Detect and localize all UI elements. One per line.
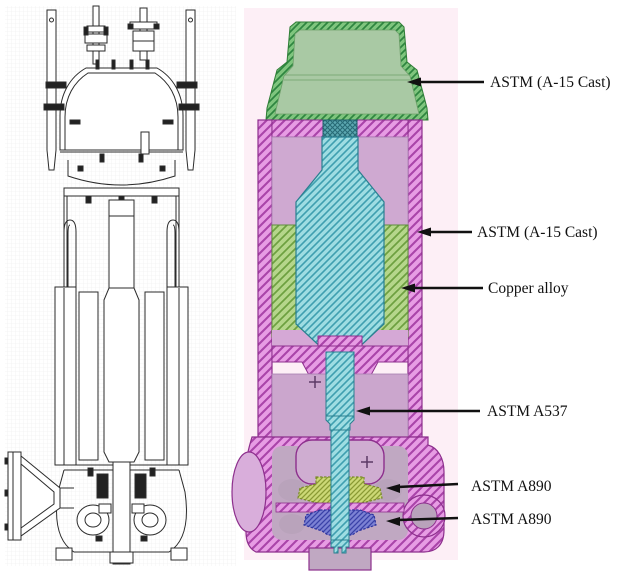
- arrow-astm-a15-top: [407, 77, 484, 87]
- pump-volute-drawing: [55, 469, 188, 564]
- arrow-astm-a15-casing: [417, 227, 472, 237]
- arrow-astm-a890-upper: [386, 482, 459, 493]
- cad-line-drawing: [4, 5, 236, 566]
- shaft-spline-end: [330, 539, 350, 554]
- centerline-plus-marks: [309, 376, 373, 468]
- annotation-arrows: [356, 77, 484, 526]
- arrow-copper-alloy: [401, 283, 483, 293]
- discharge-pipe-bore: [410, 502, 438, 530]
- material-label-astm-a890-lower: ASTM A890: [471, 511, 552, 528]
- material-label-copper-alloy: Copper alloy: [488, 280, 569, 297]
- shaft-upper-section: [325, 351, 355, 417]
- lifting-lugs: [46, 9, 196, 171]
- flow-pocket: [279, 514, 305, 534]
- suction-bulb: [231, 451, 267, 533]
- material-label-astm-a537: ASTM A537: [487, 403, 568, 420]
- colored-section-diagram: [231, 8, 458, 571]
- motor-core: [54, 286, 189, 466]
- material-label-astm-a15-top: ASTM (A-15 Cast): [490, 74, 611, 91]
- arrow-astm-a537: [356, 406, 480, 416]
- material-label-astm-a15-casing: ASTM (A-15 Cast): [477, 224, 598, 241]
- suction-flange: [4, 451, 74, 541]
- motor-top-housing: [43, 59, 200, 151]
- pump-volute-colored: [231, 351, 446, 571]
- arrow-astm-a890-lower: [386, 516, 459, 526]
- top-key-block: [322, 119, 358, 138]
- motor-neck-and-cooling-loops: [63, 196, 180, 338]
- bottom-cylinder: [308, 547, 372, 571]
- cable-entry-fittings: [83, 5, 160, 65]
- shaft-lower-section: [330, 429, 350, 541]
- outer-casing-magenta: [257, 119, 423, 438]
- top-cover-green: [265, 21, 429, 121]
- shaft-step: [325, 415, 355, 431]
- material-label-astm-a890-upper: ASTM A890: [471, 478, 552, 495]
- bearing-assembly: [64, 461, 179, 565]
